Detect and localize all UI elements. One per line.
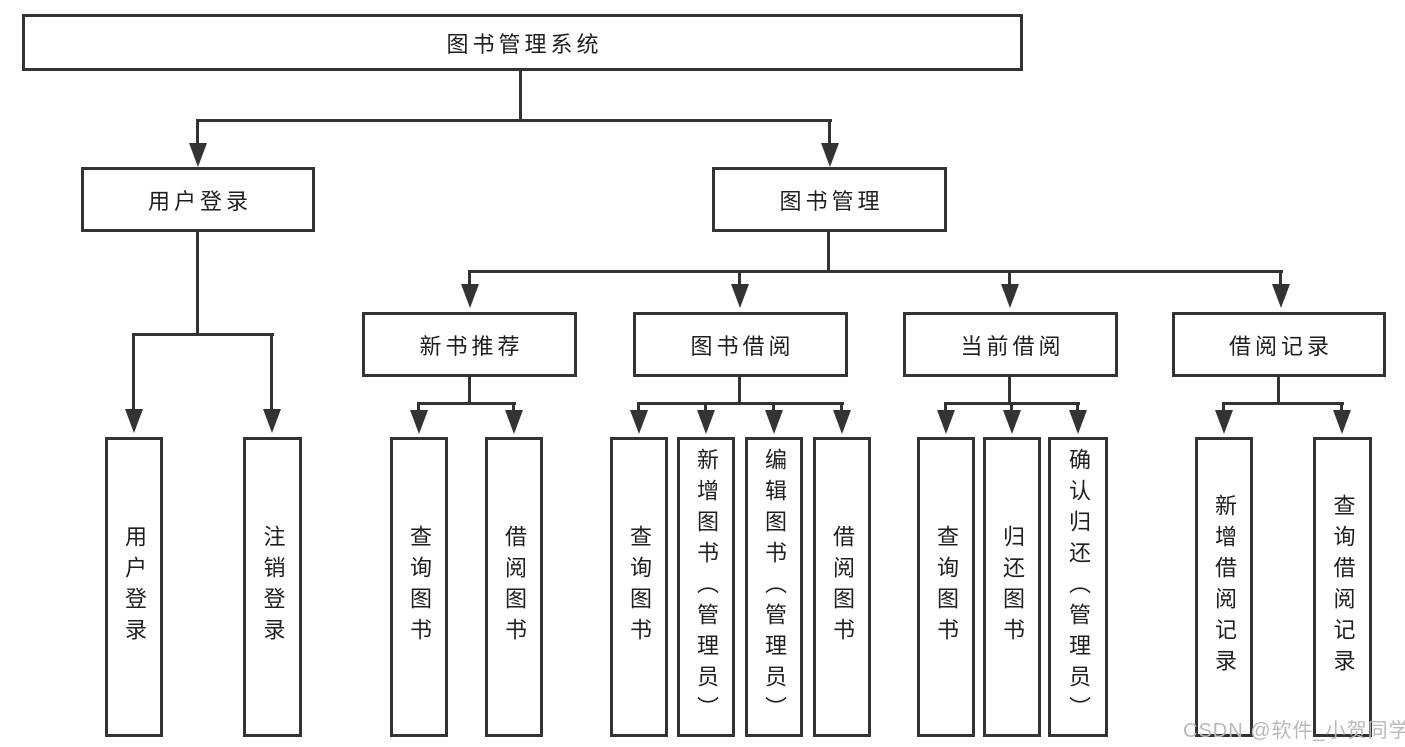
connector-stem <box>704 402 707 412</box>
node-add-book-admin: 新增图书（管理员） <box>677 437 735 737</box>
arrow-down <box>1069 410 1087 434</box>
arrow-down <box>833 410 851 434</box>
connector-stem <box>1076 402 1079 412</box>
node-edit-book-admin: 编辑图书（管理员） <box>745 437 803 737</box>
connector-stem <box>1340 402 1343 412</box>
arrow-down <box>731 284 749 308</box>
arrow-down <box>1272 284 1290 308</box>
node-borrow-books-borrowing: 借阅图书 <box>813 437 871 737</box>
node-logout-leaf: 注销登录 <box>243 437 302 737</box>
connector-branch <box>417 402 516 405</box>
connector-stem <box>417 402 420 412</box>
node-current-borrowing: 当前借阅 <box>903 312 1118 377</box>
connector-stem <box>1222 402 1225 412</box>
node-new-book-recommendation: 新书推荐 <box>362 312 577 377</box>
connector-stem <box>738 270 741 286</box>
connector-stem <box>738 377 741 405</box>
node-borrow-books-recommend: 借阅图书 <box>485 437 543 737</box>
arrow-down <box>630 410 648 434</box>
node-confirm-return-admin: 确认归还（管理员） <box>1048 437 1108 737</box>
node-borrowing-records: 借阅记录 <box>1172 312 1386 377</box>
arrow-down <box>697 410 715 434</box>
node-add-borrow-record: 新增借阅记录 <box>1195 437 1253 737</box>
arrow-down <box>263 409 281 433</box>
node-library-management-system: 图书管理系统 <box>22 14 1023 71</box>
arrow-down <box>1215 410 1233 434</box>
connector-stem <box>196 232 199 336</box>
node-query-books-recommend: 查询图书 <box>390 437 448 737</box>
connector-branch <box>132 333 274 336</box>
arrow-down <box>937 410 955 434</box>
node-user-login-leaf: 用户登录 <box>105 437 163 737</box>
connector-stem <box>270 333 273 411</box>
connector-stem <box>840 402 843 412</box>
connector-branch <box>468 270 1283 273</box>
connector-stem <box>944 402 947 412</box>
connector-stem <box>468 270 471 286</box>
arrow-down <box>461 284 479 308</box>
connector-stem <box>772 402 775 412</box>
node-book-borrowing: 图书借阅 <box>633 312 848 377</box>
arrow-down <box>189 143 207 167</box>
arrow-down <box>1003 410 1021 434</box>
node-query-borrow-record: 查询借阅记录 <box>1313 437 1372 737</box>
arrow-down <box>125 409 143 433</box>
connector-stem <box>827 232 830 273</box>
node-user-login: 用户登录 <box>81 167 315 232</box>
connector-stem <box>1008 377 1011 405</box>
connector-branch <box>637 402 844 405</box>
connector-stem <box>196 119 199 145</box>
connector-stem <box>1279 270 1282 286</box>
connector-root-branch <box>196 119 832 122</box>
connector-root-stem <box>519 71 522 121</box>
connector-stem <box>132 333 135 411</box>
arrow-down <box>765 410 783 434</box>
connector-stem <box>1008 270 1011 286</box>
connector-branch <box>1222 402 1344 405</box>
connector-stem <box>1277 377 1280 405</box>
node-query-books-current: 查询图书 <box>917 437 975 737</box>
connector-stem <box>468 377 471 405</box>
arrow-down <box>821 143 839 167</box>
arrow-down <box>505 410 523 434</box>
arrow-down <box>1001 284 1019 308</box>
connector-stem <box>828 119 831 145</box>
arrow-down <box>410 410 428 434</box>
connector-stem <box>637 402 640 412</box>
node-return-book: 归还图书 <box>983 437 1041 737</box>
node-query-books-borrowing: 查询图书 <box>610 437 668 737</box>
connector-stem <box>1010 402 1013 412</box>
arrow-down <box>1333 410 1351 434</box>
node-book-management: 图书管理 <box>712 167 947 232</box>
connector-stem <box>512 402 515 412</box>
